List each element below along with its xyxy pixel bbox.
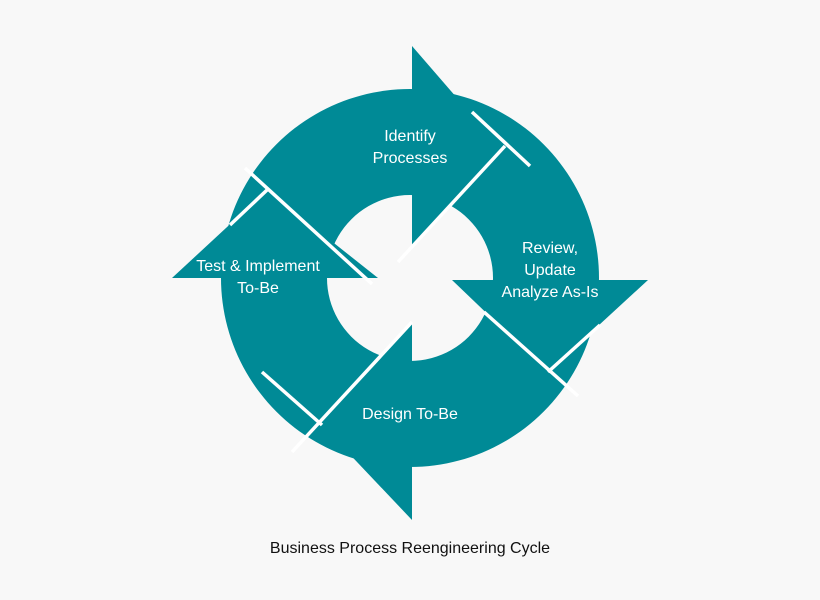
step-label-test-implement: Test & Implement To-Be bbox=[178, 256, 338, 300]
step-label-line: To-Be bbox=[237, 280, 279, 297]
step-label-design-to-be: Design To-Be bbox=[330, 404, 490, 426]
separator-top-right-inner bbox=[396, 144, 507, 264]
separator-right-bottom-inner bbox=[546, 323, 602, 374]
step-label-line: Analyze As-Is bbox=[501, 284, 599, 301]
arrowhead-identify bbox=[412, 46, 502, 248]
separator-top-right bbox=[470, 110, 532, 168]
arrowhead-review bbox=[452, 280, 648, 372]
segment-separators bbox=[228, 110, 602, 454]
cycle-ring bbox=[220, 89, 599, 467]
step-label-line: Update bbox=[524, 262, 576, 279]
arrowhead-design bbox=[322, 322, 412, 520]
step-label-identify-processes: Identify Processes bbox=[330, 126, 490, 170]
step-label-line: Review, bbox=[521, 240, 579, 257]
diagram-caption: Business Process Reengineering Cycle bbox=[269, 540, 551, 557]
separator-right-bottom bbox=[482, 310, 580, 398]
arrowhead-test bbox=[172, 190, 378, 278]
step-label-line: Design To-Be bbox=[362, 406, 458, 423]
step-label-line: Identify bbox=[384, 128, 436, 145]
step-label-review-analyze: Review, Update Analyze As-Is bbox=[470, 238, 630, 304]
separator-bottom-left-outer bbox=[260, 370, 324, 427]
separator-bottom-left bbox=[290, 320, 414, 454]
step-label-line: Test & Implement bbox=[196, 258, 320, 275]
separator-left-top bbox=[243, 166, 374, 286]
step-label-line: Processes bbox=[372, 150, 448, 167]
separator-left-top-outer bbox=[228, 188, 269, 227]
